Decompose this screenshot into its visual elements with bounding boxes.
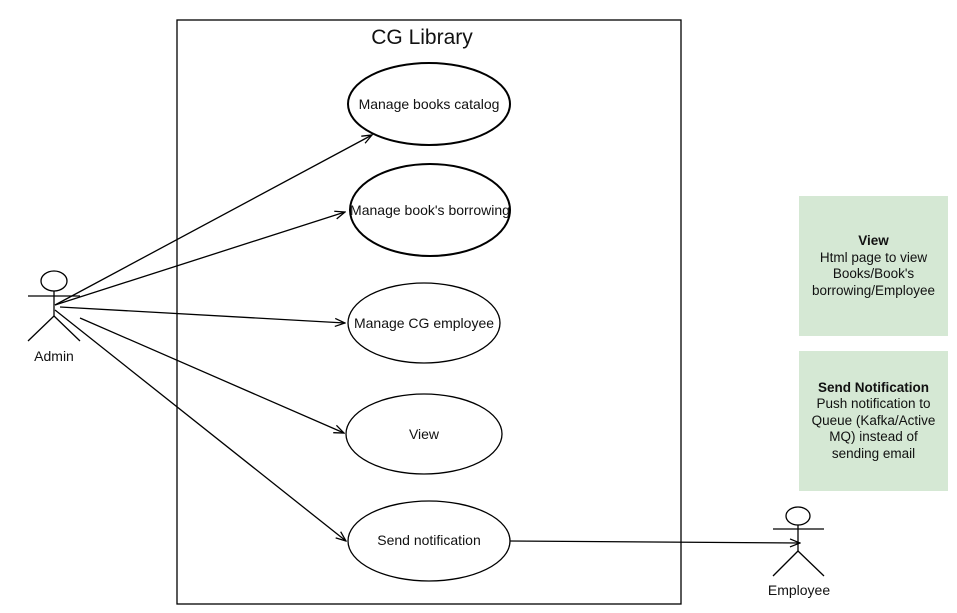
note-view-title: View [858,233,889,248]
use-case-label: Manage book's borrowing [350,202,510,218]
system-boundary [176,19,682,605]
actor-employee-label: Employee [768,582,830,598]
association-admin-view [79,317,344,433]
note-send-notification-title: Send Notification [818,379,929,395]
association-admin-send-notification [54,309,346,541]
actor-employee[interactable] [772,506,825,577]
use-case-label: Manage books catalog [359,96,500,112]
use-case-send-notification[interactable]: Send notification [347,500,511,582]
use-case-label: Send notification [377,532,481,548]
note-send-notification-body: Push notification to Queue (Kafka/Active… [811,396,936,461]
association-send-notification-employee [509,541,800,543]
association-admin-manage-book-borrowing [54,212,345,306]
association-admin-manage-cg-employee [59,306,345,323]
note-view-body: Html page to view Books/Book's borrowing… [811,249,936,298]
note-send-notification: Send Notification Push notification to Q… [799,351,948,491]
actor-admin[interactable] [27,270,81,342]
note-view: View Html page to view Books/Book's borr… [799,196,948,336]
use-case-view[interactable]: View [345,393,503,475]
system-title: CG Library [371,26,473,49]
use-case-manage-books-catalog[interactable]: Manage books catalog [347,62,511,146]
use-case-label: Manage CG employee [354,315,494,331]
actor-admin-label: Admin [34,348,74,364]
use-case-label: View [409,426,440,442]
use-case-manage-book-borrowing[interactable]: Manage book's borrowing [349,163,511,257]
use-case-manage-cg-employee[interactable]: Manage CG employee [347,282,501,364]
association-admin-manage-books-catalog [54,135,372,306]
